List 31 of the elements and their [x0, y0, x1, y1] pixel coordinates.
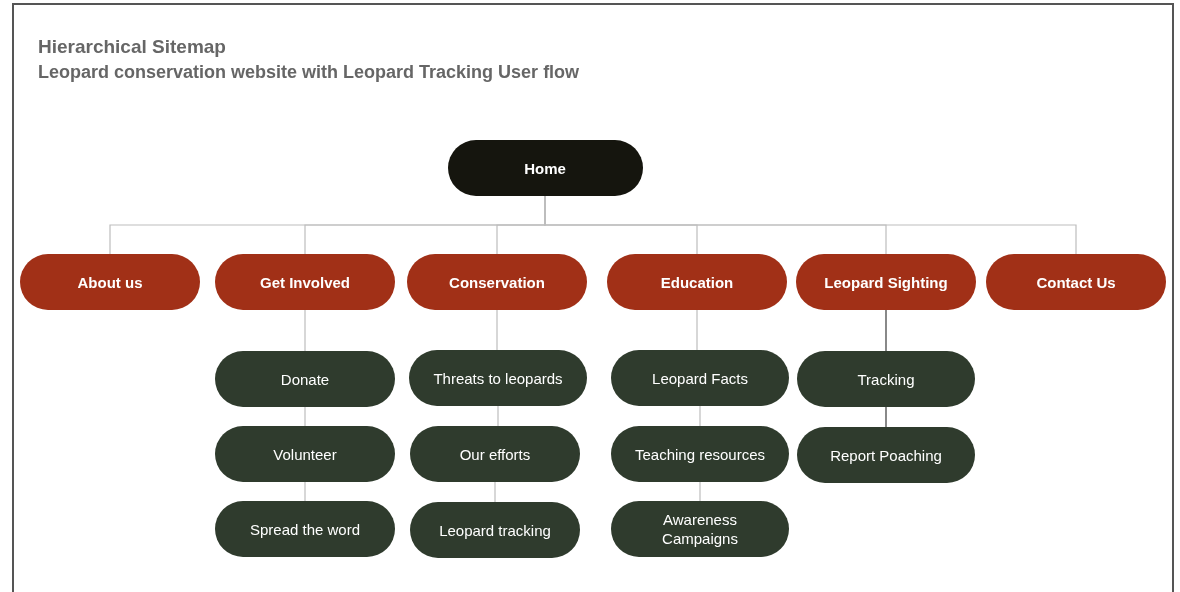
page-pill: Report Poaching — [797, 427, 975, 483]
page-pill: Awareness Campaigns — [611, 501, 789, 557]
page-pill: Tracking — [797, 351, 975, 407]
page-pill: Volunteer — [215, 426, 395, 482]
page-pill: Leopard tracking — [410, 502, 580, 558]
connector-line — [304, 406, 306, 427]
connector-line — [304, 309, 306, 352]
page-pill: Spread the word — [215, 501, 395, 557]
section-pill: Home — [447, 140, 643, 196]
connector-line — [696, 309, 698, 351]
connector-line — [494, 481, 496, 503]
connector-line — [699, 405, 701, 427]
section-pill: Conservation — [407, 254, 587, 310]
section-pill: About us — [20, 254, 200, 310]
connector-line — [497, 405, 499, 427]
connector-line — [885, 309, 887, 352]
section-pill: Leopard Sighting — [796, 254, 976, 310]
page-pill: Our efforts — [410, 426, 580, 482]
diagram-subtitle: Leopard conservation website with Leopard Tracking User flow — [38, 62, 580, 83]
section-pill: Get Involved — [215, 254, 395, 310]
connector-line — [885, 406, 887, 428]
connector-line — [496, 309, 498, 351]
connector-line — [304, 481, 306, 502]
section-pill: Contact Us — [986, 254, 1166, 310]
page-pill: Donate — [215, 351, 395, 407]
section-pill: Education — [607, 254, 787, 310]
page-pill: Threats to leopards — [409, 350, 587, 406]
diagram-title: Hierarchical Sitemap — [38, 36, 226, 58]
page-pill: Teaching resources — [611, 426, 789, 482]
connector-line — [699, 481, 701, 502]
page-pill: Leopard Facts — [611, 350, 789, 406]
